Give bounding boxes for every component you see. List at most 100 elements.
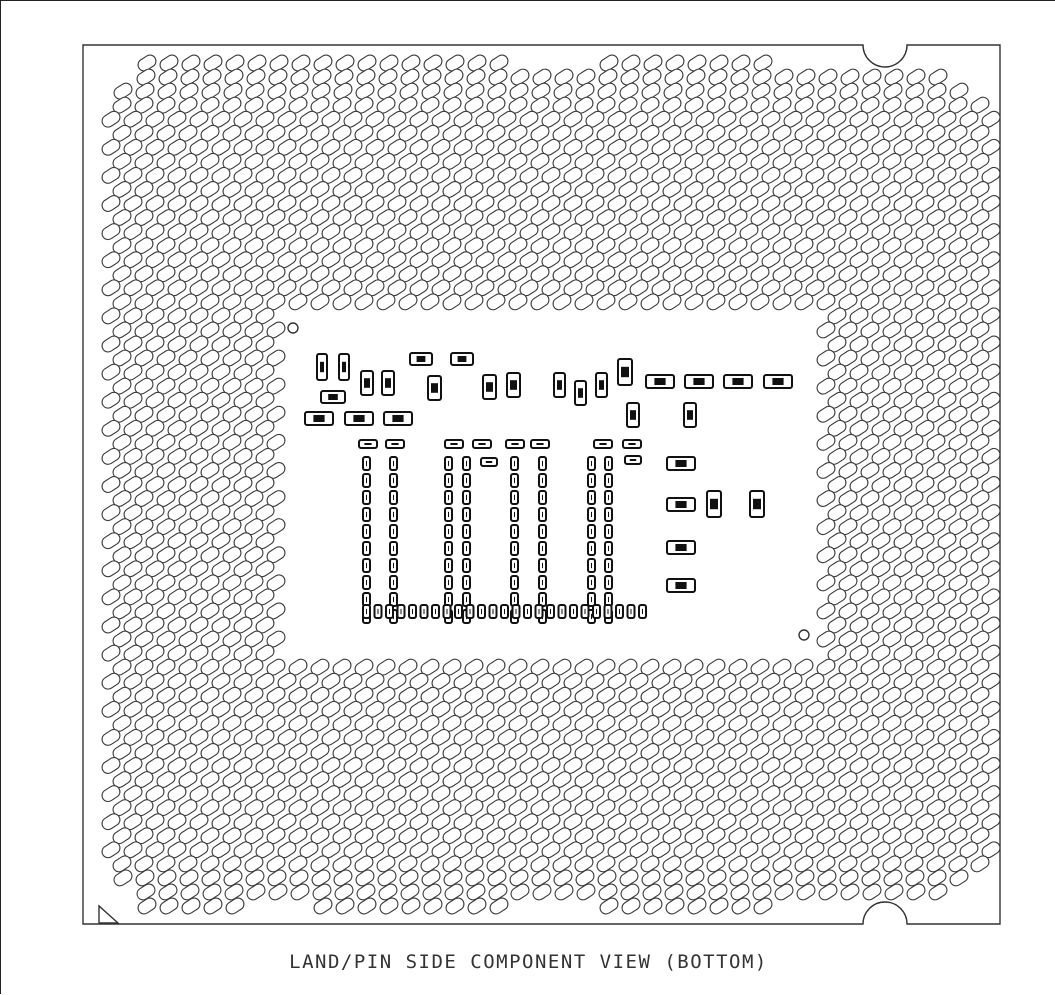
land-pad: [563, 672, 583, 690]
land-pad: [310, 855, 330, 873]
land-pad: [948, 433, 968, 451]
land-pad: [849, 757, 869, 774]
land-pad: [915, 532, 935, 550]
land-pad: [422, 68, 442, 86]
land-pad: [904, 771, 924, 789]
land-pad: [246, 68, 266, 86]
land-pad: [288, 742, 308, 760]
land-pad: [662, 152, 682, 170]
land-pad: [651, 110, 671, 128]
land-pad: [156, 180, 176, 198]
land-pad: [827, 672, 847, 690]
land-pad: [620, 883, 640, 901]
land-pad: [211, 195, 231, 212]
land-pad: [827, 138, 847, 156]
land-pad: [838, 349, 858, 367]
land-pad: [937, 644, 957, 662]
land-pad: [255, 672, 275, 690]
land-pad: [928, 68, 948, 86]
land-pad: [332, 714, 352, 732]
land-pad: [167, 419, 187, 437]
land-pad: [761, 700, 781, 718]
land-pad: [871, 223, 891, 241]
land-pad: [685, 869, 705, 887]
capacitor-marking: [393, 494, 394, 501]
land-pad: [277, 785, 297, 803]
land-pad: [739, 785, 759, 803]
land-pad: [475, 110, 495, 128]
land-pad: [860, 630, 880, 648]
land-pad: [343, 785, 363, 803]
land-pad: [981, 672, 1001, 690]
land-pad: [145, 363, 165, 381]
land-pad: [310, 827, 330, 845]
land-pad: [673, 700, 693, 718]
land-pad: [673, 223, 693, 241]
land-pad: [871, 532, 891, 550]
land-pad: [343, 279, 363, 297]
land-pad: [189, 757, 209, 774]
land-pad: [882, 602, 902, 620]
land-pad: [508, 771, 528, 789]
land-pad: [123, 138, 143, 156]
land-pad: [299, 785, 319, 803]
land-pad: [871, 700, 891, 718]
land-pad: [398, 265, 418, 283]
capacitor-marking: [366, 562, 367, 569]
land-pad: [255, 700, 275, 718]
capacitor-marking: [675, 460, 687, 467]
land-pad: [313, 54, 333, 72]
land-pad: [123, 223, 143, 241]
capacitor-marking: [675, 582, 687, 589]
land-pad: [399, 82, 419, 100]
land-pad: [310, 180, 330, 198]
land-pad: [937, 728, 957, 746]
land-pad: [816, 827, 836, 845]
land-pad: [959, 728, 979, 746]
land-pad: [233, 700, 253, 718]
land-pad: [629, 138, 649, 156]
land-pad: [695, 166, 715, 184]
land-pad: [145, 195, 165, 212]
land-pad: [180, 68, 200, 86]
land-pad: [442, 180, 462, 198]
land-pad: [233, 195, 253, 212]
land-pad: [178, 461, 198, 479]
land-pad: [607, 728, 627, 746]
land-pad: [376, 180, 396, 198]
land-pad: [981, 532, 1001, 550]
land-pad: [255, 532, 275, 550]
land-pad: [706, 742, 726, 760]
land-pad: [552, 265, 572, 283]
land-pad: [442, 827, 462, 845]
land-pad: [585, 813, 605, 831]
land-pad: [739, 195, 759, 212]
land-pad: [255, 785, 275, 803]
land-pad: [156, 237, 176, 255]
land-pad: [222, 293, 242, 311]
land-pad: [332, 180, 352, 198]
land-pad: [651, 251, 671, 269]
land-pad: [200, 630, 220, 648]
land-pad: [222, 714, 242, 732]
land-pad: [465, 869, 485, 887]
land-pad: [475, 138, 495, 156]
land-pad: [563, 195, 583, 212]
land-pad: [959, 841, 979, 859]
land-pad: [794, 180, 814, 198]
land-pad: [291, 54, 311, 72]
land-pad: [200, 349, 220, 367]
land-pad: [189, 644, 209, 662]
land-pad: [596, 180, 616, 198]
land-pad: [871, 335, 891, 353]
land-pad: [882, 630, 902, 648]
land-pad: [475, 166, 495, 184]
land-pad: [618, 827, 638, 845]
land-pad: [510, 883, 530, 901]
land-pad: [585, 672, 605, 690]
land-pad: [244, 714, 264, 732]
land-pad: [839, 869, 859, 887]
land-pad: [706, 771, 726, 789]
land-pad: [794, 827, 814, 845]
land-pad: [651, 166, 671, 184]
